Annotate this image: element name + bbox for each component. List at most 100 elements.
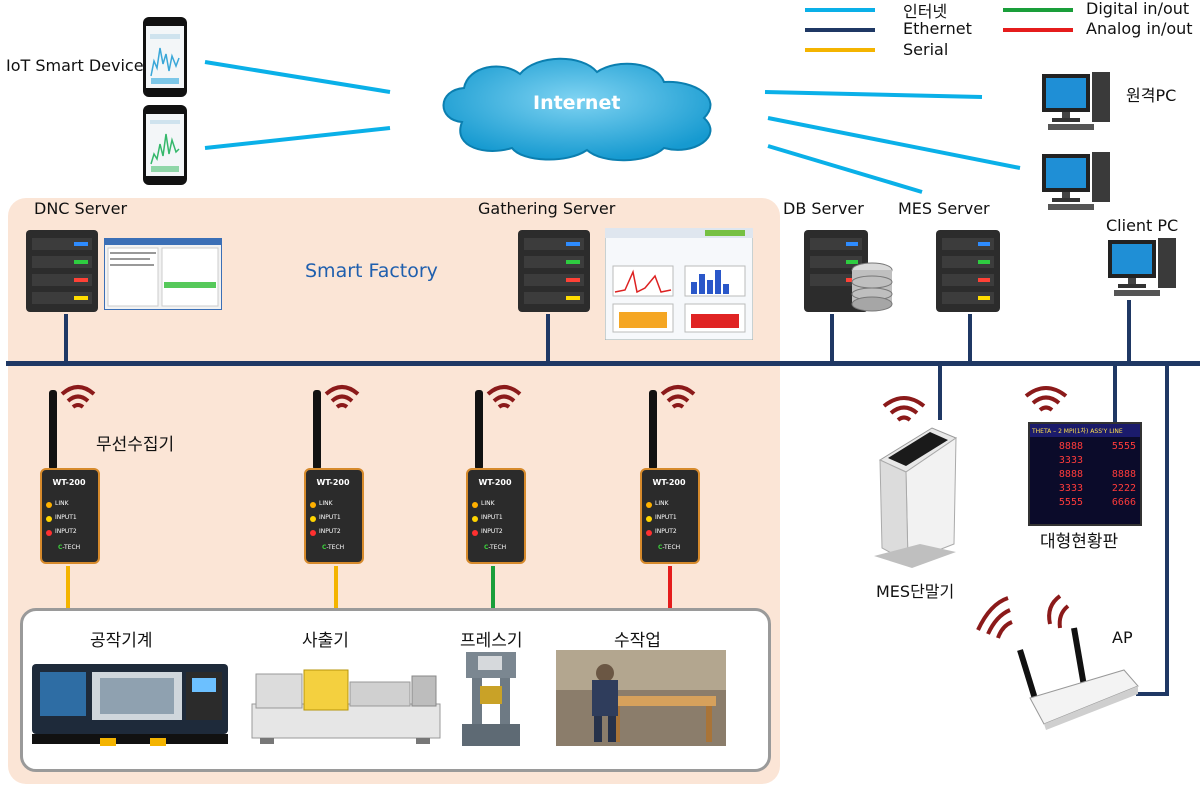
led-link (646, 502, 652, 508)
led-input1-label: INPUT1 (319, 514, 341, 521)
wifi-icon (1024, 386, 1068, 412)
iot-device-label: IoT Smart Device (6, 56, 144, 75)
analog-wire (668, 566, 672, 608)
led-link-label: LINK (655, 500, 669, 507)
legend-analog-label: Analog in/out (1086, 19, 1193, 38)
led-input2-label: INPUT2 (55, 528, 77, 535)
kiosk-icon (874, 427, 958, 568)
wifi-antenna (475, 385, 522, 470)
desktop-pc-icon (1042, 152, 1110, 210)
board-value: 3333 (1058, 483, 1083, 494)
database-icon (851, 262, 893, 312)
client-pc-label: Client PC (1106, 216, 1179, 235)
collector-model: WT-200 (52, 478, 86, 487)
collector-model: WT-200 (652, 478, 686, 487)
legend-internet-label: 인터넷 (903, 2, 948, 21)
manual-work-label: 수작업 (614, 631, 661, 651)
smartphone-icon (143, 105, 187, 185)
ethernet-drop-board (1113, 364, 1117, 424)
smartphone-icon (143, 17, 187, 97)
collector-brand: C-TECH (484, 544, 507, 551)
machine-tool-label: 공작기계 (90, 631, 153, 651)
led-link-label: LINK (481, 500, 495, 507)
router-icon (976, 594, 1139, 730)
desktop-pc-icon (1042, 72, 1110, 130)
server-icon (518, 230, 590, 312)
led-input1 (472, 516, 478, 522)
ethernet-ap-link (1136, 692, 1169, 696)
led-input1 (310, 516, 316, 522)
led-link (310, 502, 316, 508)
wireless-collector-label: 무선수집기 (96, 435, 175, 455)
legend-analog-line (1003, 28, 1073, 32)
desktop-pc-icon (1108, 238, 1176, 296)
legend-serial-label: Serial (903, 40, 949, 59)
collector-brand: C-TECH (322, 544, 345, 551)
led-input1 (646, 516, 652, 522)
led-link-label: LINK (55, 500, 69, 507)
led-link-label: LINK (319, 500, 333, 507)
cnc-lathe-icon (32, 664, 228, 746)
gathering-server-label: Gathering Server (478, 199, 616, 218)
led-input2-label: INPUT2 (655, 528, 677, 535)
serial-wire (334, 566, 338, 608)
collector-model: WT-200 (316, 478, 350, 487)
legend-ethernet-line (805, 28, 875, 32)
ethernet-drop-mes (968, 314, 972, 362)
board-value: 3333 (1058, 455, 1083, 466)
mes-server-label: MES Server (898, 199, 990, 218)
press-label: 프레스기 (460, 631, 523, 651)
collector-brand: C-TECH (658, 544, 681, 551)
board-value: 6666 (1111, 497, 1136, 508)
board-value: 5555 (1058, 497, 1083, 508)
injection-machine-icon (251, 669, 441, 744)
cloud-icon (442, 57, 712, 162)
dnc-software-screen (104, 238, 222, 310)
led-input1-label: INPUT1 (55, 514, 77, 521)
smart-factory-label: Smart Factory (305, 260, 438, 282)
press-icon (462, 652, 520, 746)
led-link (472, 502, 478, 508)
led-input1-label: INPUT1 (481, 514, 503, 521)
ethernet-drop-mes-terminal (938, 364, 942, 420)
led-input2 (646, 530, 652, 536)
led-input1-label: INPUT1 (655, 514, 677, 521)
ethernet-drop-db (830, 314, 834, 362)
mes-terminal-label: MES단말기 (876, 582, 955, 601)
led-input2-label: INPUT2 (319, 528, 341, 535)
ethernet-drop-gathering (546, 314, 550, 362)
remote-pc-label: 원격PC (1126, 86, 1177, 105)
board-value: 2222 (1111, 483, 1136, 494)
wifi-antenna (649, 385, 696, 470)
legend-digital-label: Digital in/out (1086, 0, 1190, 18)
ethernet-drop-dnc (64, 314, 68, 362)
led-input2 (472, 530, 478, 536)
legend-serial-line (805, 48, 875, 52)
led-board-icon: THETA – 2 MPI(1차) ASS'Y LINE 8888 5555 3… (1028, 422, 1142, 526)
worker-photo (556, 650, 726, 746)
wifi-antenna (49, 385, 96, 470)
board-value: 8888 (1111, 469, 1136, 480)
gathering-software-screen (605, 228, 753, 340)
board-value: 5555 (1111, 441, 1136, 452)
led-link (46, 502, 52, 508)
legend-ethernet-label: Ethernet (903, 19, 972, 38)
serial-wire (66, 566, 70, 608)
db-server-label: DB Server (783, 199, 864, 218)
server-icon (26, 230, 98, 312)
ap-label: AP (1112, 628, 1133, 647)
internet-label: Internet (533, 92, 621, 114)
led-input1 (46, 516, 52, 522)
led-input2 (46, 530, 52, 536)
collector-brand: C-TECH (58, 544, 81, 551)
collector-model: WT-200 (478, 478, 512, 487)
wifi-antenna (313, 385, 360, 470)
board-value: 8888 (1058, 469, 1083, 480)
server-icon (936, 230, 1000, 312)
digital-wire (491, 566, 495, 608)
